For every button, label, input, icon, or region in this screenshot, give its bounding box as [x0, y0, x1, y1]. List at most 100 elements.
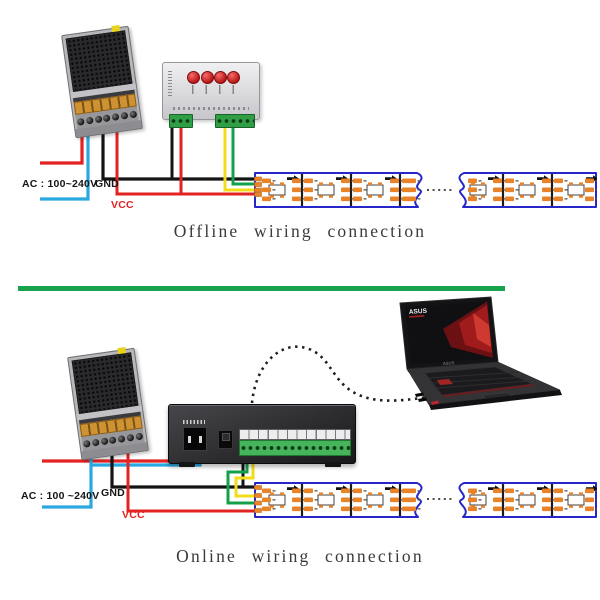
- terminal-screw-icon: [91, 438, 100, 447]
- solder-pad: [468, 196, 477, 202]
- solder-pad: [468, 187, 477, 193]
- solder-pad: [390, 497, 399, 503]
- led-chip: [268, 184, 286, 196]
- bezel-logo-text: ASUS: [443, 360, 455, 366]
- wire-data-yellow-online: [234, 458, 256, 498]
- chip-pad: [579, 505, 583, 508]
- chip-pad: [270, 182, 274, 185]
- terminal-screw-icon: [94, 114, 103, 123]
- solder-pad: [304, 506, 313, 512]
- usb-port-icon: [431, 400, 439, 405]
- solder-pad: [353, 178, 362, 184]
- solder-pad: [505, 497, 514, 503]
- pad-label-mark: [478, 508, 482, 510]
- solder-pad: [585, 488, 594, 494]
- psu-vent-grille: [71, 352, 139, 415]
- controller-output-terminal: [215, 114, 255, 128]
- controller-foot: [179, 462, 195, 467]
- logo-red-bar: [409, 314, 425, 318]
- pad-label-mark: [417, 490, 421, 492]
- input-solder-nub: [254, 187, 262, 193]
- wire-gnd-offline: [101, 126, 256, 181]
- solder-pad: [341, 488, 350, 494]
- controller-button-icon: [201, 71, 214, 84]
- solder-pad: [542, 187, 551, 193]
- chip-pad: [378, 492, 382, 495]
- led-strip-segment: [458, 172, 597, 208]
- solder-pad: [554, 488, 563, 494]
- solder-pad: [468, 178, 477, 184]
- pad-label-mark: [595, 499, 597, 501]
- solder-pad: [505, 196, 514, 202]
- chip-pad: [530, 195, 534, 198]
- controller-port-print: [173, 107, 249, 110]
- solder-pad: [407, 196, 416, 202]
- terminal-screw-icon: [111, 112, 120, 121]
- pad-label-mark: [314, 189, 318, 191]
- pad-label-mark: [417, 180, 421, 182]
- solder-pad: [407, 187, 416, 193]
- red-keys: [437, 379, 453, 385]
- online-section-title: Online wiring connection: [176, 546, 424, 566]
- chip-pad: [481, 492, 485, 495]
- solder-pad: [341, 178, 350, 184]
- solder-pad: [468, 506, 477, 512]
- solder-pad: [292, 178, 301, 184]
- input-solder-nub: [254, 508, 262, 513]
- pad-label-mark: [564, 180, 568, 182]
- solder-pad: [493, 488, 502, 494]
- pad-label-mark: [363, 490, 367, 492]
- input-solder-nub: [254, 493, 262, 498]
- terminal-screw-icon: [85, 116, 94, 125]
- psu-label-tag: [117, 347, 127, 355]
- solder-pad: [554, 187, 563, 193]
- solder-pad: [585, 506, 594, 512]
- gnd-label: GND: [101, 487, 125, 499]
- solder-pad: [353, 488, 362, 494]
- pad-label-mark: [478, 180, 482, 182]
- chip-pad: [270, 505, 274, 508]
- solder-pad: [390, 506, 399, 512]
- chip-pad: [329, 505, 333, 508]
- ac-inlet-socket: [183, 427, 207, 451]
- chip-pad: [471, 182, 475, 185]
- chip-pad: [569, 492, 573, 495]
- chip-pad: [368, 195, 372, 198]
- pad-label-mark: [564, 198, 568, 200]
- controller-button-icon: [227, 71, 240, 84]
- wire-gnd-online: [110, 446, 256, 489]
- solder-pad: [341, 187, 350, 193]
- pad-label-mark: [417, 499, 421, 501]
- solder-pad: [353, 506, 362, 512]
- solder-pad: [585, 187, 594, 193]
- led-strip-segment: [254, 482, 423, 518]
- chip-pad: [280, 492, 284, 495]
- input-solder-nub: [254, 485, 262, 490]
- input-solder-nub: [254, 192, 262, 197]
- solder-pad: [493, 497, 502, 503]
- keyboard-glow: [442, 384, 534, 397]
- chip-pad: [280, 195, 284, 198]
- solder-pad: [304, 187, 313, 193]
- solder-pad: [262, 178, 271, 184]
- led-strip-segment: [254, 172, 423, 208]
- vcc-label: VCC: [122, 509, 145, 521]
- solder-pad: [292, 488, 301, 494]
- solder-pad: [505, 488, 514, 494]
- chip-pad: [280, 505, 284, 508]
- chip-pad: [378, 505, 382, 508]
- solder-pad: [262, 187, 271, 193]
- inlet-pin-icon: [199, 435, 202, 443]
- pad-label-mark: [564, 490, 568, 492]
- pad-label-mark: [515, 490, 519, 492]
- solder-pad: [493, 196, 502, 202]
- pad-label-mark: [272, 490, 276, 492]
- chip-pad: [319, 492, 323, 495]
- pad-label-mark: [478, 490, 482, 492]
- terminal-screw-icon: [109, 435, 117, 444]
- pad-label-mark: [478, 189, 482, 191]
- pad-label-mark: [363, 508, 367, 510]
- chip-pad: [329, 492, 333, 495]
- chip-pad: [579, 195, 583, 198]
